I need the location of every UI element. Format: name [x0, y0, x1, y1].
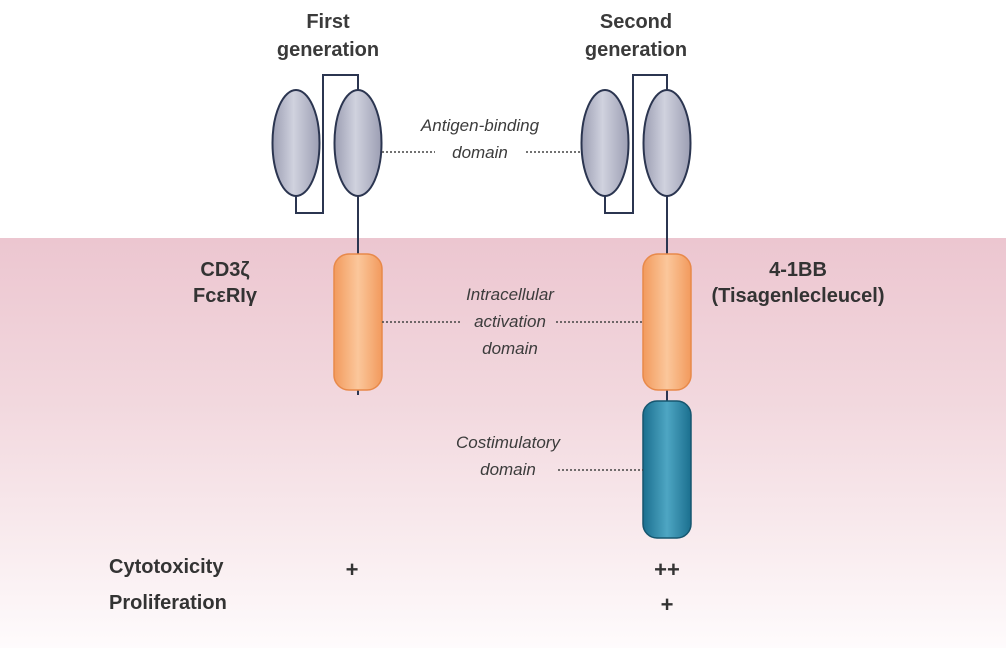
first-signaling-line1: CD3ζ: [200, 259, 250, 281]
second-proliferation-value: +: [660, 592, 674, 617]
costimulatory-domain-shape: [642, 400, 692, 539]
second-generation-title: Second generation: [558, 8, 714, 64]
first-generation-title-line2: generation: [276, 39, 380, 61]
intracellular-line2: activation: [474, 312, 546, 331]
first-vl-domain: [271, 89, 321, 197]
costimulatory-line2: domain: [480, 460, 536, 479]
second-signaling-label: 4-1BB (Tisagenlecleucel): [698, 257, 898, 309]
first-cytotoxicity-value: +: [345, 557, 359, 582]
second-generation-title-line1: Second: [599, 11, 673, 33]
costimulatory-domain-label: Costimulatory domain: [428, 429, 588, 483]
second-generation-car: [580, 74, 692, 539]
first-generation-car: [271, 74, 383, 395]
antigen-binding-line2: domain: [452, 143, 508, 162]
second-generation-title-line2: generation: [584, 39, 688, 61]
first-scfv-linker: [295, 74, 359, 214]
first-signaling-line2: FcεRIγ: [193, 285, 257, 307]
second-scfv-linker: [604, 74, 668, 214]
leader-lines: [382, 151, 643, 471]
first-activation-domain: [333, 253, 383, 391]
costimulatory-line1: Costimulatory: [456, 433, 560, 452]
proliferation-label: Proliferation: [109, 592, 227, 614]
first-generation-title: First generation: [250, 8, 406, 64]
intracellular-line3: domain: [482, 339, 538, 358]
cytotoxicity-label: Cytotoxicity: [109, 556, 224, 578]
first-generation-title-line1: First: [306, 11, 350, 33]
intracellular-activation-domain-label: Intracellular activation domain: [430, 281, 590, 362]
intracellular-region-background: [0, 238, 1006, 648]
second-activation-domain: [642, 253, 692, 391]
second-signaling-line1: 4-1BB: [769, 259, 827, 281]
first-vh-domain: [333, 89, 383, 197]
first-signaling-label: CD3ζ FcεRIγ: [160, 257, 290, 309]
intracellular-line1: Intracellular: [466, 285, 554, 304]
second-signaling-line2: (Tisagenlecleucel): [711, 285, 885, 307]
second-vl-domain: [580, 89, 630, 197]
second-vh-domain: [642, 89, 692, 197]
antigen-binding-domain-label: Antigen-binding domain: [400, 112, 560, 166]
second-cytotoxicity-value: ++: [654, 557, 680, 582]
antigen-binding-line1: Antigen-binding: [420, 116, 540, 135]
